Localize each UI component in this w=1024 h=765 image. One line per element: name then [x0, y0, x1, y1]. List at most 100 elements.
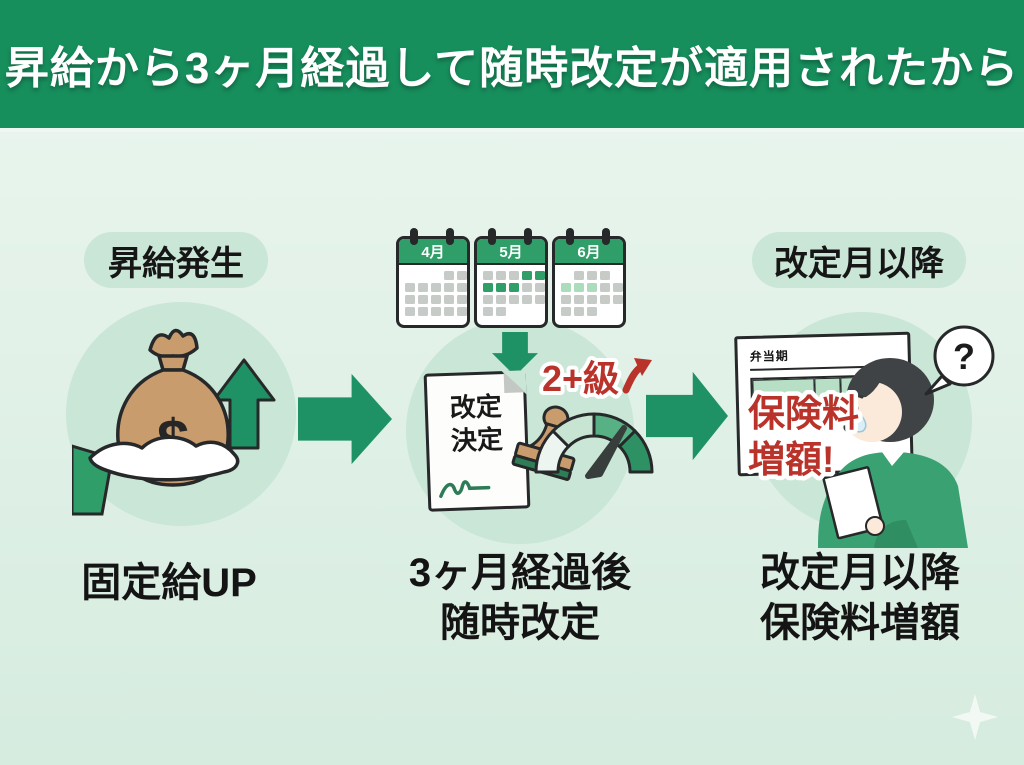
calendar-day-cell: [587, 271, 597, 280]
calendar-day-cell: [496, 283, 506, 292]
calendar-day-cell: [600, 307, 610, 316]
premium-increase-alert: 保険料 増額!: [744, 390, 864, 485]
calendar-ring: [602, 228, 610, 245]
calendar-day-cell: [587, 307, 597, 316]
calendar-day-cell: [613, 283, 623, 292]
calendar-day-cell: [405, 271, 415, 280]
calendar-body: 6月: [552, 236, 626, 328]
step3-caption: 改定月以降 保険料増額: [728, 548, 992, 648]
calendar-day-cell: [600, 271, 610, 280]
question-mark: ?: [953, 336, 975, 377]
calendar-day-cell: [613, 307, 623, 316]
calendar-day-cell: [444, 295, 454, 304]
calendar-day-cell: [561, 283, 571, 292]
calendar-day-cell: [561, 307, 571, 316]
calendar-grid: [399, 265, 467, 316]
calendar-ring: [566, 228, 574, 245]
calendar-day-cell: [444, 307, 454, 316]
calendar-day-cell: [418, 295, 428, 304]
calendar-day-cell: [522, 295, 532, 304]
calendar-day-cell: [457, 271, 467, 280]
calendar-day-cell: [457, 283, 467, 292]
calendar-day-cell: [535, 283, 545, 292]
page-title: 昇給から3ヶ月経過して随時改定が適用されたから: [4, 44, 1020, 93]
decision-document-icon: 改定 決定: [423, 370, 531, 512]
question-bubble: ?: [924, 325, 995, 396]
calendar-ring: [446, 228, 454, 245]
gauge-needle: [585, 425, 627, 479]
rank-badge: 2+級: [538, 354, 652, 402]
rank-badge-text: 2+級: [542, 358, 619, 399]
calendar-day-cell: [483, 283, 493, 292]
calendar-ring: [524, 228, 532, 245]
hand-icon: [88, 435, 240, 482]
step3-caption-line1: 改定月以降: [760, 551, 960, 595]
step3-label-pill: 改定月以降: [752, 232, 966, 288]
eye: [851, 404, 859, 412]
calendar-ring: [488, 228, 496, 245]
calendar-day-cell: [431, 307, 441, 316]
sweat-drop: [853, 415, 867, 433]
step2-caption-line1: 3ヶ月経過後: [408, 551, 632, 595]
calendar-day-cell: [535, 307, 545, 316]
calendar-day-cell: [574, 271, 584, 280]
calendar-month: 4月: [399, 239, 467, 265]
calendar-day-cell: [496, 307, 506, 316]
step2-caption-line2: 随時改定: [440, 601, 600, 645]
calendar-day-cell: [574, 295, 584, 304]
step1-caption: 固定給UP: [81, 561, 257, 605]
calendar-day-cell: [509, 295, 519, 304]
calendar-day-cell: [483, 307, 493, 316]
calendar-day-cell: [535, 295, 545, 304]
calendar-day-cell: [483, 271, 493, 280]
step3-label: 改定月以降: [774, 244, 944, 283]
sparkle-icon: [952, 694, 998, 740]
step3-caption-line2: 保険料増額: [760, 601, 960, 645]
step2-caption: 3ヶ月経過後 随時改定: [384, 548, 656, 648]
calendar-day-cell: [561, 271, 571, 280]
calendar-day-cell: [444, 271, 454, 280]
calendar-day-cell: [431, 295, 441, 304]
signature-icon: [439, 480, 491, 499]
calendar-ring: [410, 228, 418, 245]
calendar-day-cell: [405, 295, 415, 304]
calendar-month: 5月: [477, 239, 545, 265]
calendar-day-cell: [600, 295, 610, 304]
step1-label: 昇給発生: [108, 244, 244, 283]
calendar-body: 4月: [396, 236, 470, 328]
calendar-day-cell: [431, 283, 441, 292]
calendar-icon: 4月: [396, 228, 470, 328]
calendar-day-cell: [587, 283, 597, 292]
calendar-day-cell: [522, 283, 532, 292]
calendar-day-cell: [613, 271, 623, 280]
calendar-day-cell: [418, 271, 428, 280]
calendar-day-cell: [405, 307, 415, 316]
calendar-day-cell: [509, 307, 519, 316]
calendar-day-cell: [574, 283, 584, 292]
calendar-day-cell: [457, 295, 467, 304]
calendar-day-cell: [418, 283, 428, 292]
calendar-day-cell: [613, 295, 623, 304]
alert-line2: 増額!: [748, 439, 834, 480]
calendar-day-cell: [457, 307, 467, 316]
calendar-icon: 5月: [474, 228, 548, 328]
calendar-day-cell: [522, 307, 532, 316]
calendar-day-cell: [444, 283, 454, 292]
calendar-grid: [555, 265, 623, 316]
step1-label-pill: 昇給発生: [84, 232, 268, 288]
document-fold: [503, 371, 526, 394]
calendar-day-cell: [600, 283, 610, 292]
calendar-day-cell: [418, 307, 428, 316]
calendar-body: 5月: [474, 236, 548, 328]
calendar-day-cell: [405, 283, 415, 292]
calendar-day-cell: [431, 271, 441, 280]
title-banner: 昇給から3ヶ月経過して随時改定が適用されたから: [0, 0, 1024, 128]
calendar-day-cell: [509, 283, 519, 292]
calendar-day-cell: [587, 295, 597, 304]
flow-arrow-icon: [298, 373, 392, 465]
alert-line1: 保険料: [748, 393, 859, 434]
gauge-icon: [534, 412, 654, 479]
calendar-day-cell: [483, 295, 493, 304]
hand: [865, 516, 885, 536]
